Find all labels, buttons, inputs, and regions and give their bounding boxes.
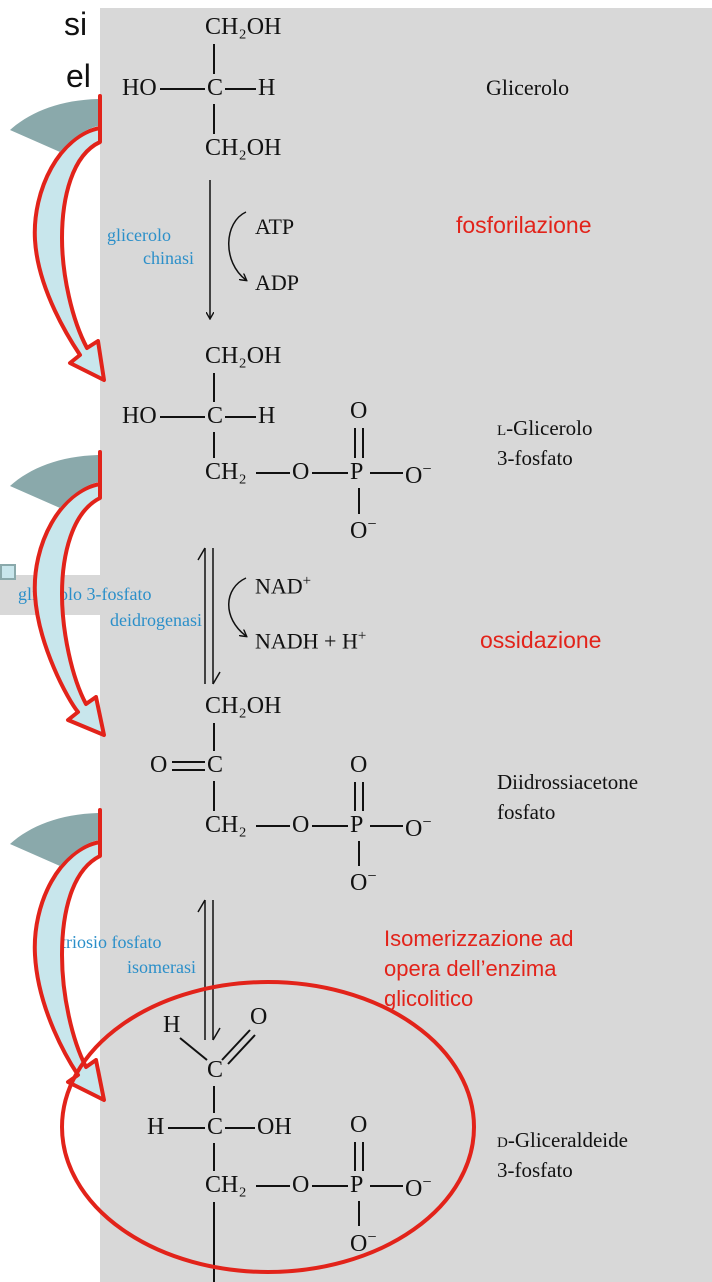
gap-name-prefix: D	[497, 1135, 508, 1151]
curved-arrows	[10, 94, 106, 1102]
cut-text-line1: si	[64, 6, 88, 42]
g3p-name-prefix: L	[497, 423, 507, 439]
dhap-central-carbon: C	[207, 752, 224, 778]
glicerolo-right-group: H	[258, 75, 276, 101]
charge-sign: −	[367, 1227, 377, 1246]
charge-sign: −	[422, 1172, 432, 1191]
charge-sign: −	[422, 459, 432, 478]
dhap-bonds	[172, 723, 403, 866]
dhap-phosphate-oxygen-top: O	[350, 752, 368, 778]
step1-output: ADP	[255, 270, 300, 295]
glicerolo-central-carbon: C	[207, 75, 224, 101]
gap-carbon-1: C	[207, 1057, 224, 1083]
curved-arrow-1	[32, 94, 106, 382]
gap-aldehyde-hydrogen: H	[163, 1012, 181, 1038]
dhap-top-group: CH₂OH	[205, 693, 282, 719]
product-highlight-ellipse	[60, 980, 476, 1274]
glicerolo-top-group: CH₂OH	[205, 14, 282, 40]
gap-bottom-group: CH₂	[205, 1172, 247, 1198]
gap-name-line1: D-Gliceraldeide	[497, 1128, 628, 1152]
step2-input: NAD+	[255, 573, 312, 599]
glicerolo-left-group: HO	[122, 75, 157, 101]
step1-input: ATP	[255, 214, 295, 239]
dhap-phosphate-oxygen-right: O−	[405, 812, 432, 842]
step3-label-line3: glicolitico	[384, 986, 474, 1011]
gap-phosphate-oxygen-top: O	[350, 1112, 368, 1138]
g3p-ester-oxygen: O	[292, 459, 310, 485]
dhap-phosphorus: P	[350, 812, 364, 838]
g3p-phosphate-oxygen-top: O	[350, 398, 368, 424]
step2-label: ossidazione	[480, 627, 602, 653]
gap-phosphate-oxygen-right: O−	[405, 1172, 432, 1202]
glicerolo-bonds	[160, 44, 256, 134]
charge-sign: −	[367, 514, 377, 533]
curved-arrow-2	[32, 450, 106, 737]
gap-phosphorus: P	[350, 1172, 364, 1198]
gap-hydroxyl: OH	[257, 1114, 292, 1140]
gap-ester-oxygen: O	[292, 1172, 310, 1198]
g3p-bonds	[160, 373, 403, 514]
gap-carbon-2: C	[207, 1114, 224, 1140]
step3-reaction-arrow	[197, 899, 221, 1041]
dhap-name-line1: Diidrossiacetone	[497, 770, 639, 794]
step3-enzyme-line2: isomerasi	[127, 957, 196, 977]
dhap-name-line2: fosfato	[497, 800, 556, 824]
dhap-carbonyl-oxygen: O	[150, 752, 168, 778]
step2-enzyme-line2: deidrogenasi	[110, 610, 202, 630]
step1-enzyme-line2: chinasi	[143, 248, 194, 268]
g3p-top-group: CH₂OH	[205, 343, 282, 369]
small-square-marker	[0, 564, 16, 580]
g3p-central-carbon: C	[207, 403, 224, 429]
gap-name-line2: 3-fosfato	[497, 1158, 573, 1182]
charge-sign: −	[422, 812, 432, 831]
dhap-bottom-group: CH₂	[205, 812, 247, 838]
glicerolo-bottom-group: CH₂OH	[205, 135, 282, 161]
g3p-phosphorus: P	[350, 459, 364, 485]
g3p-name-line1: L-Glicerolo	[497, 416, 593, 440]
step1-label: fosforilazione	[456, 212, 592, 238]
g3p-phosphate-oxygen-right: O−	[405, 459, 432, 489]
glicerolo-name: Glicerolo	[486, 75, 570, 100]
gap-bonds	[168, 1029, 403, 1282]
cut-text-line2: el	[66, 58, 91, 94]
g3p-left-group: HO	[122, 403, 157, 429]
charge-sign: −	[367, 866, 377, 885]
step3-label-line2: opera dell’enzima	[384, 956, 557, 981]
step2-reaction-arrow	[197, 547, 246, 685]
gap-left-hydrogen: H	[147, 1114, 165, 1140]
step1-enzyme-line1: glicerolo	[107, 225, 171, 245]
dhap-ester-oxygen: O	[292, 812, 310, 838]
step1-reaction-arrow	[210, 180, 246, 318]
g3p-right-group: H	[258, 403, 276, 429]
g3p-name-line2: 3-fosfato	[497, 446, 573, 470]
dhap-phosphate-oxygen-bottom: O−	[350, 866, 377, 896]
step3-enzyme-line1: triosio fosfato	[61, 932, 162, 952]
background-panel-main	[100, 8, 712, 1282]
g3p-phosphate-oxygen-bottom: O−	[350, 514, 377, 544]
gap-aldehyde-oxygen: O	[250, 1004, 268, 1030]
gap-phosphate-oxygen-bottom: O−	[350, 1227, 377, 1257]
step3-label-line1: Isomerizzazione ad	[384, 926, 574, 951]
step2-output: NADH + H+	[255, 628, 367, 654]
g3p-bottom-group: CH₂	[205, 459, 247, 485]
